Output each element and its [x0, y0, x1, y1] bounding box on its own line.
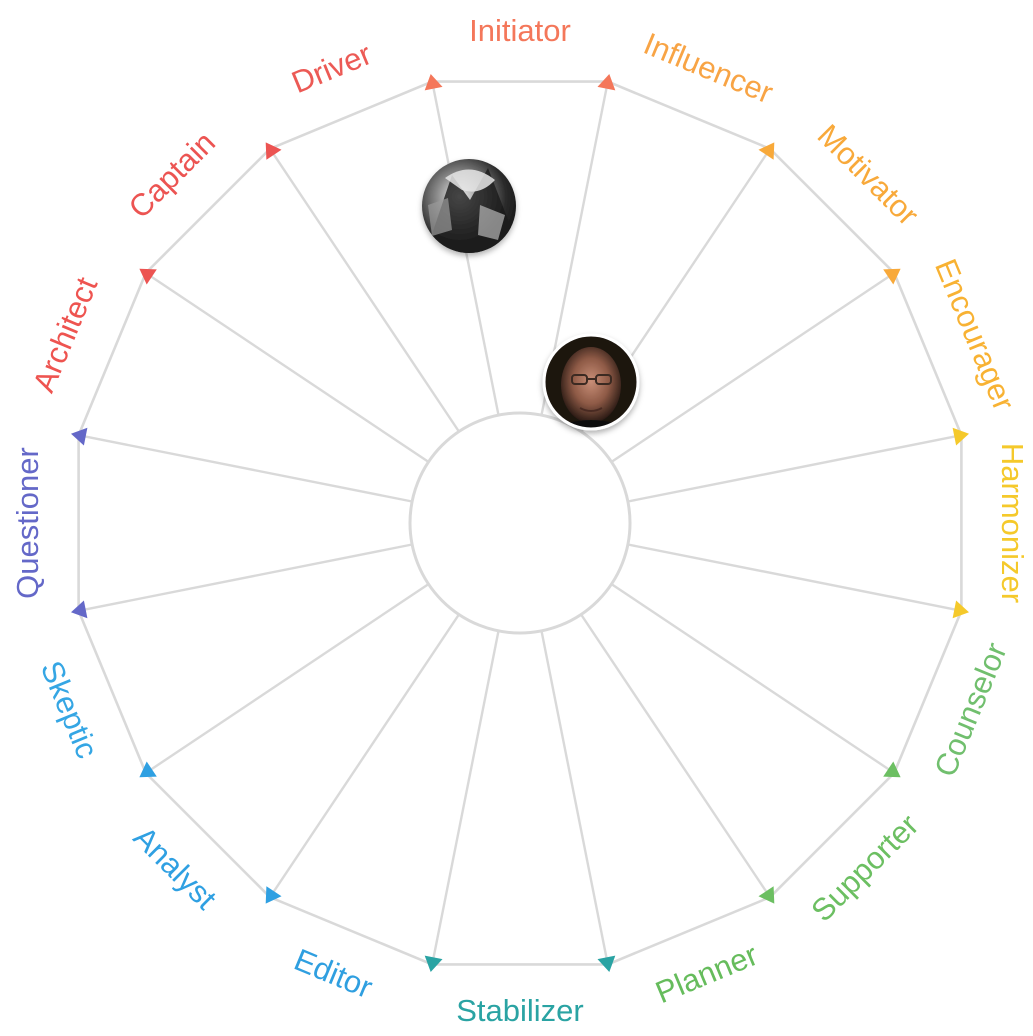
role-marker-triangle [883, 761, 901, 778]
role-label-architect: Architect [26, 272, 105, 397]
wheel-hub [408, 411, 632, 635]
role-label-skeptic: Skeptic [34, 656, 105, 763]
wheel-spoke [627, 543, 962, 612]
role-marker-triangle [597, 74, 616, 91]
role-marker-triangle [71, 427, 88, 446]
wheel-spoke [269, 613, 460, 898]
role-label-stabilizer: Stabilizer [456, 993, 584, 1028]
wheel-spokes [78, 81, 962, 965]
role-label-driver: Driver [287, 36, 377, 100]
role-markers [71, 74, 969, 972]
wheel-spoke [431, 630, 500, 965]
role-marker-triangle [71, 600, 88, 619]
role-label-captain: Captain [122, 125, 222, 225]
wheel-spoke [145, 272, 430, 463]
role-label-questioner: Questioner [10, 447, 45, 599]
role-marker-triangle [952, 600, 969, 619]
role-marker-triangle [758, 886, 775, 904]
role-marker-triangle [597, 955, 616, 972]
role-label-editor: Editor [289, 942, 377, 1005]
role-label-motivator: Motivator [811, 117, 926, 232]
role-marker-triangle [265, 142, 282, 160]
role-marker-triangle [265, 886, 282, 904]
role-marker-triangle [424, 74, 443, 91]
role-marker-triangle [952, 427, 969, 446]
role-label-harmonizer: Harmonizer [995, 443, 1030, 603]
wheel-spoke [627, 434, 962, 503]
wheel-spoke [78, 434, 413, 503]
role-marker-triangle [424, 955, 443, 972]
role-label-influencer: Influencer [639, 26, 778, 110]
role-marker-triangle [139, 761, 157, 778]
wheel-spoke [78, 543, 413, 612]
wheel-spoke [610, 583, 895, 774]
wheel-spoke [580, 613, 771, 898]
wheel-spoke [540, 630, 609, 965]
wheel-spoke [269, 148, 460, 433]
role-label-initiator: Initiator [469, 13, 571, 48]
role-marker-triangle [758, 142, 775, 160]
role-marker-triangle [139, 268, 157, 285]
role-label-analyst: Analyst [127, 820, 224, 917]
wheel-spoke [610, 272, 895, 463]
role-label-supporter: Supporter [804, 807, 925, 928]
role-marker-triangle [883, 268, 901, 285]
avatar-photo-bw[interactable] [422, 159, 516, 256]
role-label-planner: Planner [651, 937, 763, 1010]
wheel-spoke [145, 583, 430, 774]
avatar-photo-man-glasses[interactable] [542, 333, 640, 440]
